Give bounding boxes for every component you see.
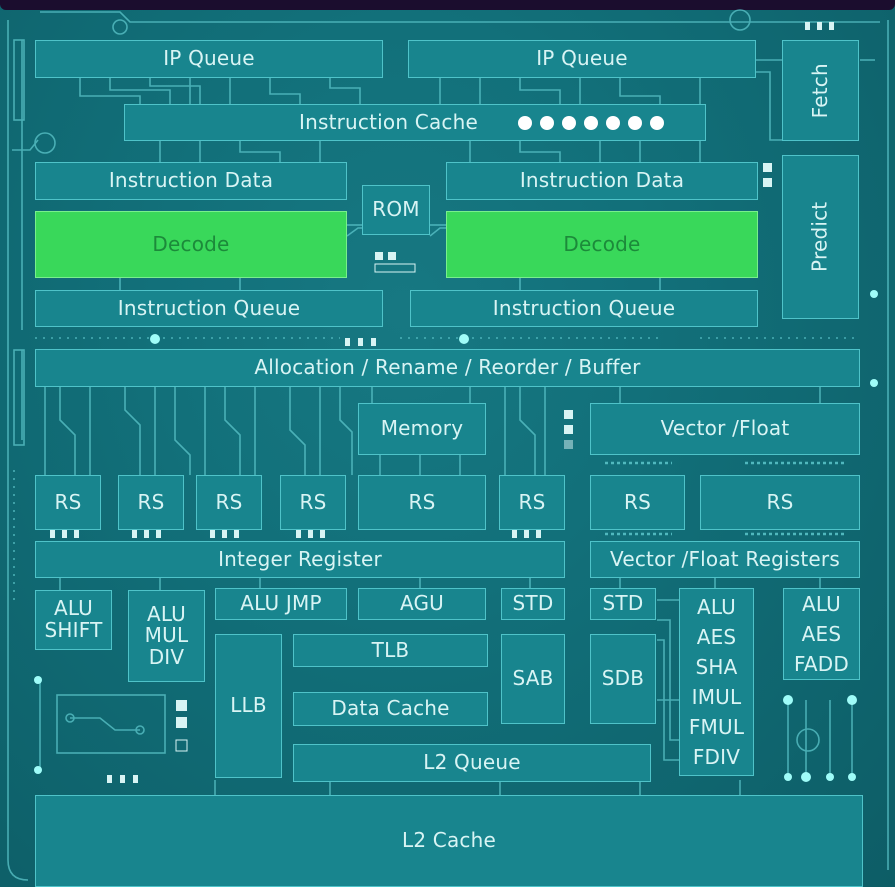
instruction-cache-block: Instruction Cache xyxy=(124,104,706,141)
instruction-data-right-block: Instruction Data xyxy=(446,162,758,200)
instruction-queue-left-block: Instruction Queue xyxy=(35,290,383,327)
rs-block-4: RS xyxy=(280,475,346,530)
alu-aes-sha-imul-fmul-fdiv-block: ALU AES SHA IMUL FMUL FDIV xyxy=(679,588,754,776)
alu-jmp-block: ALU JMP xyxy=(215,588,347,620)
alu-shift-block: ALU SHIFT xyxy=(35,590,112,650)
rs-block-7: RS xyxy=(590,475,685,530)
integer-register-block: Integer Register xyxy=(35,541,565,578)
ip-queue-left-block: IP Queue xyxy=(35,40,383,78)
vector-float-registers-block: Vector /Float Registers xyxy=(590,541,860,578)
rs-block-3: RS xyxy=(196,475,262,530)
memory-block: Memory xyxy=(358,403,486,455)
top-band xyxy=(0,0,895,10)
sdb-block: SDB xyxy=(590,634,656,724)
instruction-data-left-block: Instruction Data xyxy=(35,162,347,200)
ip-queue-right-block: IP Queue xyxy=(408,40,756,78)
data-cache-block: Data Cache xyxy=(293,692,488,726)
std-right-block: STD xyxy=(590,588,656,620)
rs-block-5: RS xyxy=(358,475,486,530)
sab-block: SAB xyxy=(501,634,565,724)
rs-block-8: RS xyxy=(700,475,860,530)
fetch-label: Fetch xyxy=(807,62,832,119)
rs-block-1: RS xyxy=(35,475,101,530)
tlb-block: TLB xyxy=(293,634,488,667)
alu-aes-fadd-block: ALU AES FADD xyxy=(783,588,860,680)
allocation-rename-reorder-buffer-block: Allocation / Rename / Reorder / Buffer xyxy=(35,349,860,387)
decode-right-block: Decode xyxy=(446,211,758,278)
fetch-block: Fetch xyxy=(782,40,859,141)
l2-cache-block: L2 Cache xyxy=(35,795,863,887)
rs-block-2: RS xyxy=(118,475,184,530)
agu-block: AGU xyxy=(358,588,486,620)
llb-block: LLB xyxy=(215,634,282,778)
instruction-cache-label: Instruction Cache xyxy=(299,109,478,134)
predict-block: Predict xyxy=(782,155,859,319)
l2-queue-block: L2 Queue xyxy=(293,744,651,782)
vector-float-block: Vector /Float xyxy=(590,403,860,455)
cache-indicator-dots xyxy=(518,116,664,130)
rom-block: ROM xyxy=(362,185,430,235)
std-left-block: STD xyxy=(501,588,565,620)
instruction-queue-right-block: Instruction Queue xyxy=(410,290,758,327)
rs-block-6: RS xyxy=(499,475,565,530)
predict-label: Predict xyxy=(807,201,832,273)
decode-left-block: Decode xyxy=(35,211,347,278)
alu-mul-div-block: ALU MUL DIV xyxy=(128,590,205,682)
